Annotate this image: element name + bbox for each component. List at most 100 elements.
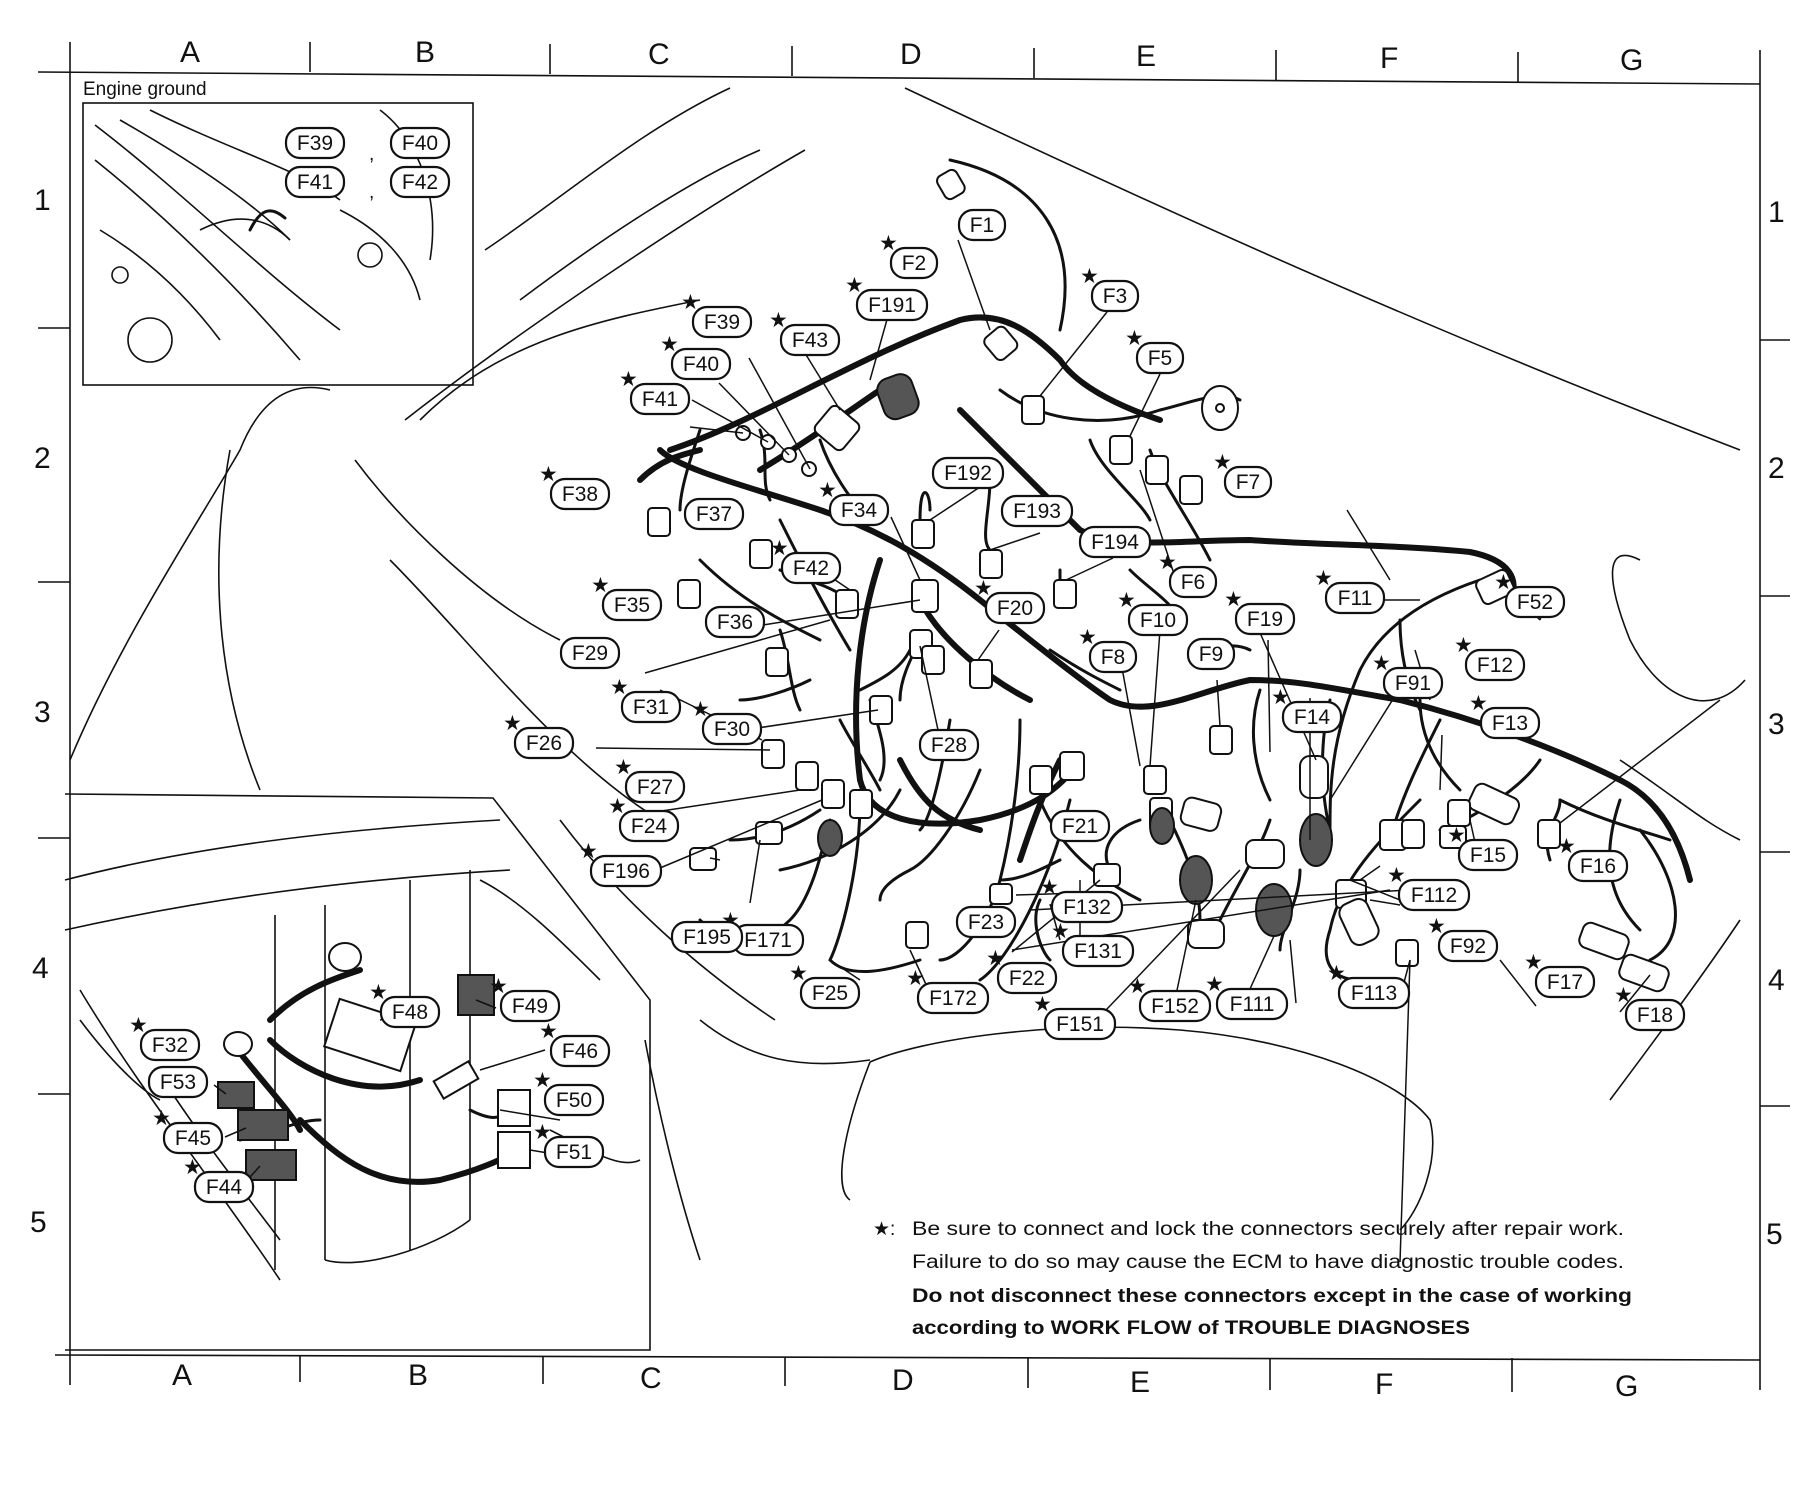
connector-label-f26-frame [513,726,575,760]
connector-label-f91-text: F91 [1395,672,1431,695]
connector-label-f11-text: F11 [1338,587,1373,610]
connector-label-f30: F30★ [691,698,763,746]
connector-label-f31: F31★ [610,676,682,724]
connector-label-f24: F24★ [608,795,680,843]
inset-connector-label-f44-text: F44 [206,1176,243,1199]
inset-connector-label-f46: F46★ [539,1020,611,1068]
connector-label-f10-text: F10 [1140,609,1176,632]
inset-connector-label-f49-frame [499,989,561,1023]
connector-label-f3-text: F3 [1103,285,1128,308]
connector-label-f172-frame [916,981,990,1015]
inset-connector-label-f50-frame [543,1083,605,1117]
connector-label-f6: F6★ [1158,551,1218,599]
connector-label-f151-text: F151 [1056,1013,1104,1036]
connector-label-f113-star-icon: ★ [1327,962,1346,985]
connector-label-f191-star-icon: ★ [845,274,864,297]
inset-connector-label-f44-star-icon: ★ [183,1156,202,1179]
inset-connector-label-f45: F45★ [152,1107,224,1155]
row-label-left-4: 4 [32,952,49,985]
connector-label-f191: F191★ [845,274,929,322]
connector-plug-glyphs [647,168,1670,993]
connector-label-f52-text: F52 [1517,591,1553,614]
connector-label-f10-star-icon: ★ [1117,589,1136,612]
connector-label-f19-frame [1234,602,1296,636]
inset-connector-label-f53-text: F53 [160,1071,196,1094]
connector-label-f2-text: F2 [902,252,927,275]
engine-bay-outline [69,87,1746,1261]
engine-ground-label-f39-frame [284,126,346,160]
connector-label-f111-text: F111 [1230,993,1275,1016]
connector-label-f38-text: F38 [562,483,598,506]
inset-connector-label-f49-text: F49 [512,995,548,1018]
connector-label-f16: F16★ [1557,835,1629,883]
connector-label-f152-star-icon: ★ [1128,975,1147,998]
connector-label-f41-text: F41 [642,388,678,411]
connector-label-f16-text: F16 [1580,855,1616,878]
connector-labels: F1F2★F3★F5★F6★F7★F8★F9F10★F11★F12★F13★F1… [129,126,1686,1204]
row-label-left-5: 5 [30,1206,47,1239]
col-label-bottom-e: E [1130,1366,1150,1399]
connector-label-f16-star-icon: ★ [1557,835,1576,858]
connector-label-f13: F13★ [1469,692,1541,740]
inset-connector-label-f51-text: F51 [556,1141,592,1164]
connector-label-f1: F1 [957,208,1007,242]
connector-label-f29: F29 [559,636,621,670]
connector-label-f26-text: F26 [526,732,562,755]
connector-label-f112-text: F112 [1411,884,1457,907]
connector-label-f172-star-icon: ★ [906,967,925,990]
connector-label-f29-text: F29 [572,642,608,665]
connector-label-f40-text: F40 [683,353,719,376]
connector-label-f172: F172★ [906,967,990,1015]
connector-label-f41-star-icon: ★ [619,368,638,391]
connector-label-f30-frame [701,712,763,746]
connector-label-f42-star-icon: ★ [770,537,789,560]
connector-label-f3: F3★ [1080,265,1140,313]
connector-label-f52-frame [1504,585,1566,619]
inset-connector-label-f46-frame [549,1034,611,1068]
connector-label-f28-text: F28 [931,734,967,757]
connector-label-f7: F7★ [1213,451,1273,499]
connector-label-f17-text: F17 [1547,971,1583,994]
connector-label-f3-star-icon: ★ [1080,265,1099,288]
connector-label-f23-frame [955,905,1017,939]
connector-label-f91: F91★ [1372,652,1444,700]
connector-label-f15: F15★ [1447,824,1519,872]
row-label-right-4: 4 [1768,964,1785,997]
inset-connector-label-f44: F44★ [183,1156,255,1204]
connector-label-f3-frame [1090,279,1140,313]
connector-label-f92: F92★ [1427,915,1499,963]
connector-label-f24-frame [618,809,680,843]
connector-label-f20: F20★ [974,577,1046,625]
connector-label-f5-star-icon: ★ [1125,327,1144,350]
connector-label-f196: F196★ [579,840,663,888]
inset-connector-label-f48-frame [379,995,441,1029]
connector-label-f27-star-icon: ★ [614,756,633,779]
inset-connector-label-f45-frame [162,1121,224,1155]
connector-label-f52-star-icon: ★ [1494,571,1513,594]
connector-label-f24-star-icon: ★ [608,795,627,818]
connector-label-f92-frame [1437,929,1499,963]
connector-label-f196-frame [589,854,663,888]
connector-label-f1-text: F1 [970,214,995,237]
connector-label-f113-frame [1337,976,1411,1010]
connector-label-f38-star-icon: ★ [539,463,558,486]
connector-label-f14-frame [1281,700,1343,734]
connector-label-f13-text: F13 [1492,712,1528,735]
connector-label-f14-text: F14 [1294,706,1331,729]
connector-label-f25-star-icon: ★ [789,962,808,985]
inset-connector-label-f46-text: F46 [562,1040,598,1063]
connector-label-f8-star-icon: ★ [1078,626,1097,649]
connector-label-f42-frame [780,551,842,585]
connector-label-f23: F23 [955,905,1017,939]
connector-label-f9-frame [1186,637,1236,671]
engine-ground-label-f42-text: F42 [402,171,438,194]
connector-label-f31-frame [620,690,682,724]
col-label-top-e: E [1136,40,1156,73]
connector-label-f191-text: F191 [868,294,916,317]
connector-label-f193-frame [1000,494,1074,528]
inset-connector-label-f32-star-icon: ★ [129,1014,148,1037]
inset-connector-label-f50-star-icon: ★ [533,1069,552,1092]
connector-label-f194-text: F194 [1091,531,1139,554]
connector-label-f152-frame [1138,989,1212,1023]
connector-label-f36: F36 [704,605,766,639]
